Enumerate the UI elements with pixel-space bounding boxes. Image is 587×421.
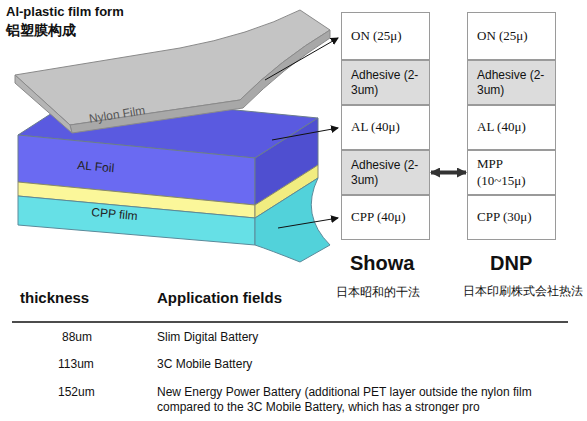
cpp-side [255, 178, 330, 262]
label-text: 113um [58, 357, 94, 371]
layer-text: AL (40μ) [477, 119, 526, 135]
label-text: 日本印刷株式会社热法 [463, 284, 583, 299]
leader-arrow [272, 128, 338, 140]
layer-text: Adhesive (2-3um) [351, 68, 425, 98]
label-text: 3C Mobile Battery [157, 357, 252, 371]
layer-box: Adhesive (2-3um) [467, 60, 556, 105]
label-text: New Energy Power Battery (additional PET… [157, 385, 569, 415]
layer-box: Adhesive (2-3um) [341, 60, 430, 105]
layer-box: AL (40μ) [341, 105, 430, 150]
layer-text: CPP (30μ) [477, 209, 532, 225]
label-text: Showa [350, 252, 414, 275]
layer-text: ON (25μ) [477, 28, 528, 44]
layer-box: Adhesive (2-3um) [341, 150, 430, 195]
leader-arrow [278, 218, 338, 228]
label-text: DNP [490, 252, 532, 275]
layer-text: Adhesive (2-3um) [351, 158, 425, 188]
label-text: thickness [20, 289, 89, 306]
nylon-front [70, 30, 330, 133]
layer-box: MPP (10~15μ) [467, 150, 556, 195]
label-text: 88um [62, 330, 92, 344]
title: Al-plastic film form [6, 4, 124, 19]
layer-text: Adhesive (2-3um) [477, 68, 551, 98]
leader-arrow [265, 38, 338, 80]
layer-box: ON (25μ) [467, 12, 556, 60]
layer-text: AL (40μ) [351, 119, 400, 135]
cpp-front [18, 196, 255, 245]
layer-text: CPP (40μ) [351, 209, 406, 225]
layer-box: ON (25μ) [341, 12, 430, 60]
layer-text: MPP (10~15μ) [477, 156, 551, 189]
table-rule [12, 321, 568, 323]
label-text: Slim Digital Battery [157, 330, 258, 344]
layer-box: CPP (40μ) [341, 195, 430, 240]
layer-box: AL (40μ) [467, 105, 556, 150]
label-text: 日本昭和的干法 [336, 284, 420, 301]
label-text: 152um [58, 385, 95, 399]
double-arrow [431, 171, 466, 175]
layer-box: CPP (30μ) [467, 195, 556, 240]
label-text: Application fields [157, 289, 282, 306]
layer-text: ON (25μ) [351, 28, 402, 44]
label-text: 铝塑膜构成 [6, 22, 76, 40]
nylon-side [15, 75, 72, 133]
